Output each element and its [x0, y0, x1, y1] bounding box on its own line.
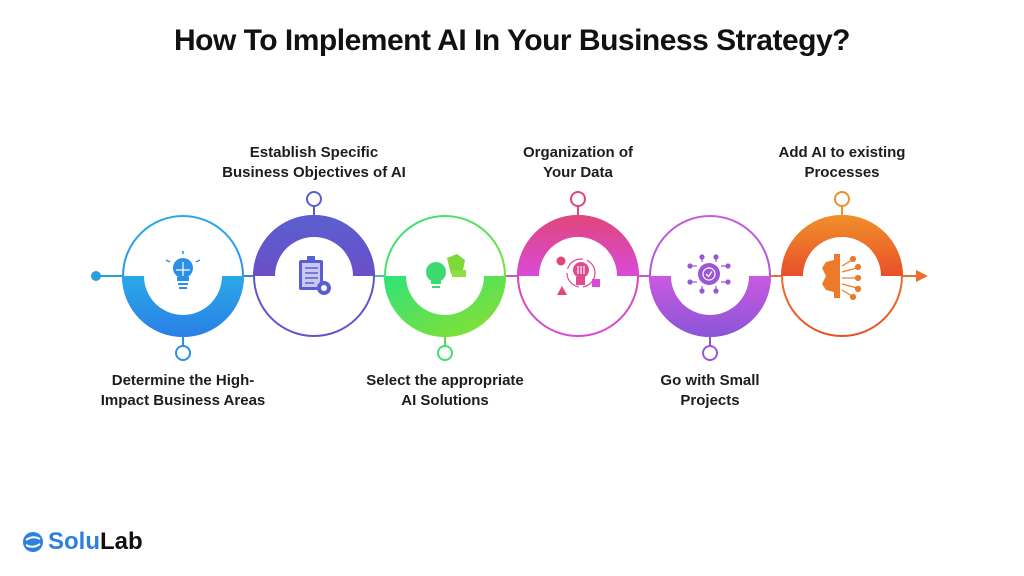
brand-name-part1: Solu	[48, 528, 100, 555]
label-line: AI Solutions	[401, 392, 489, 409]
label-line: Add AI to existing	[778, 144, 906, 161]
brand-name-part2: Lab	[100, 528, 143, 555]
step-6-circle	[781, 191, 903, 337]
lightbulb-icon	[165, 251, 201, 289]
head-data-icon	[556, 256, 600, 295]
label-line: Processes	[804, 164, 880, 181]
solulab-logo-icon	[23, 532, 43, 552]
connector-dot	[175, 345, 191, 361]
label-line: Organization of	[523, 144, 633, 161]
timeline	[91, 270, 928, 282]
label-line: Your Data	[543, 164, 613, 181]
label-line: Select the appropriate	[366, 372, 524, 389]
label-line: Impact Business Areas	[100, 392, 266, 409]
step-1-label: Determine the High- Impact Business Area…	[63, 371, 303, 411]
connector-dot	[306, 191, 322, 207]
step-5-circle	[649, 215, 771, 361]
connector-dot	[570, 191, 586, 207]
brand-logo: SoluLab	[22, 528, 143, 556]
step-4-label: Organization of Your Data	[458, 143, 698, 183]
step-4-circle	[517, 191, 639, 337]
clipboard-gear-icon	[299, 256, 331, 295]
step-3-label: Select the appropriate AI Solutions	[325, 371, 565, 411]
step-3-circle	[384, 215, 506, 361]
step-5-label: Go with Small Projects	[590, 371, 830, 411]
label-line: Projects	[680, 392, 740, 409]
page-title: How To Implement AI In Your Business Str…	[174, 24, 851, 57]
lightbulb-puzzle-icon	[426, 254, 466, 288]
step-6-label: Add AI to existing Processes	[722, 143, 962, 183]
label-line: Establish Specific	[249, 144, 379, 161]
connector-dot	[834, 191, 850, 207]
connector-dot	[437, 345, 453, 361]
gear-circuit-icon	[822, 254, 862, 301]
label-line: Go with Small	[660, 372, 760, 389]
step-1-circle	[122, 215, 244, 361]
label-line: Determine the High-	[111, 372, 255, 389]
gear-check-circuit-icon	[687, 254, 731, 294]
connector-dot	[702, 345, 718, 361]
step-2-circle	[253, 191, 375, 337]
arrow-head-icon	[916, 270, 928, 282]
label-line: Business Objectives of AI	[222, 164, 406, 181]
step-2-label: Establish Specific Business Objectives o…	[194, 143, 434, 183]
